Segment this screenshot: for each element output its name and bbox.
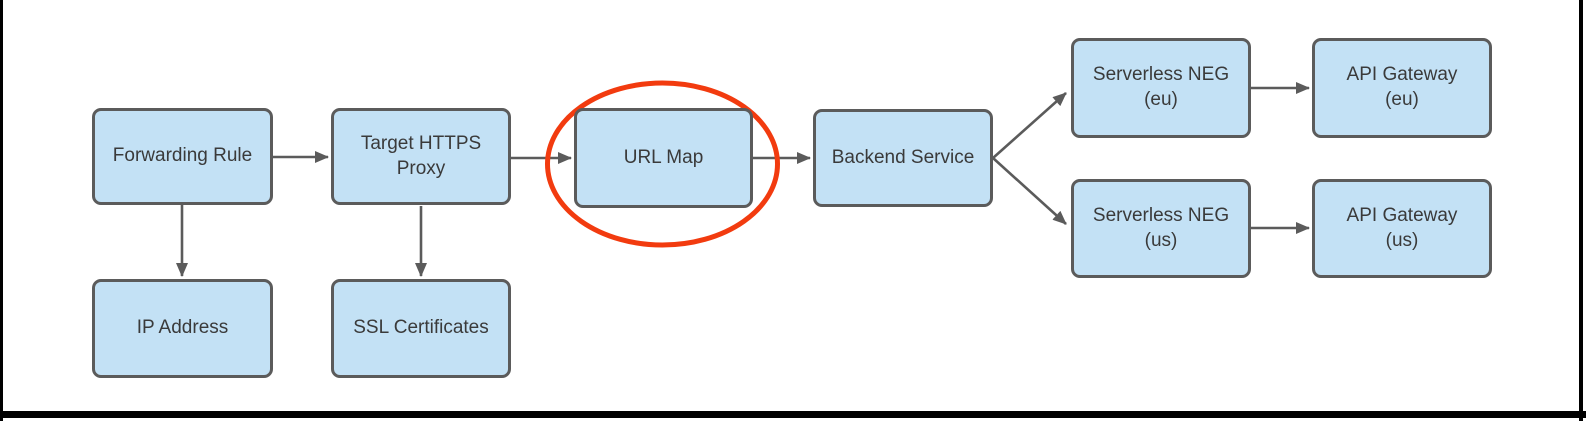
node-label: Forwarding Rule	[112, 145, 253, 167]
node-label: IP Address	[136, 317, 229, 339]
node-serverless-neg-eu[interactable]: Serverless NEG (eu)	[1071, 38, 1251, 138]
node-label: (us)	[1385, 229, 1419, 251]
node-api-gateway-eu[interactable]: API Gateway (eu)	[1312, 38, 1492, 138]
node-forwarding-rule[interactable]: Forwarding Rule	[92, 108, 273, 205]
node-label: Target HTTPS	[360, 132, 482, 154]
page-border-right	[1579, 0, 1583, 421]
edge-backend-service-to-serverless-neg-us	[992, 157, 1067, 225]
page-border-bottom	[0, 411, 1586, 418]
node-label: API Gateway	[1346, 204, 1458, 226]
node-backend-service[interactable]: Backend Service	[813, 109, 993, 207]
page-border-left	[0, 0, 3, 421]
edge-backend-service-to-serverless-neg-eu	[992, 92, 1067, 159]
node-label: Serverless NEG	[1092, 64, 1230, 86]
node-api-gateway-us[interactable]: API Gateway (us)	[1312, 179, 1492, 278]
node-label: SSL Certificates	[353, 317, 489, 339]
node-label: API Gateway	[1346, 64, 1458, 86]
node-label: URL Map	[623, 146, 704, 168]
node-serverless-neg-us[interactable]: Serverless NEG (us)	[1071, 179, 1251, 278]
node-label: (eu)	[1385, 89, 1419, 110]
node-label: Serverless NEG	[1092, 204, 1230, 226]
node-label: Backend Service	[831, 146, 975, 168]
node-target-https-proxy[interactable]: Target HTTPS Proxy	[331, 108, 511, 205]
node-url-map[interactable]: URL Map	[574, 108, 753, 208]
node-label: (us)	[1144, 229, 1178, 251]
node-ip-address[interactable]: IP Address	[92, 279, 273, 378]
node-label: (eu)	[1144, 89, 1178, 110]
node-ssl-certificates[interactable]: SSL Certificates	[331, 279, 511, 378]
node-label: Proxy	[396, 157, 446, 179]
